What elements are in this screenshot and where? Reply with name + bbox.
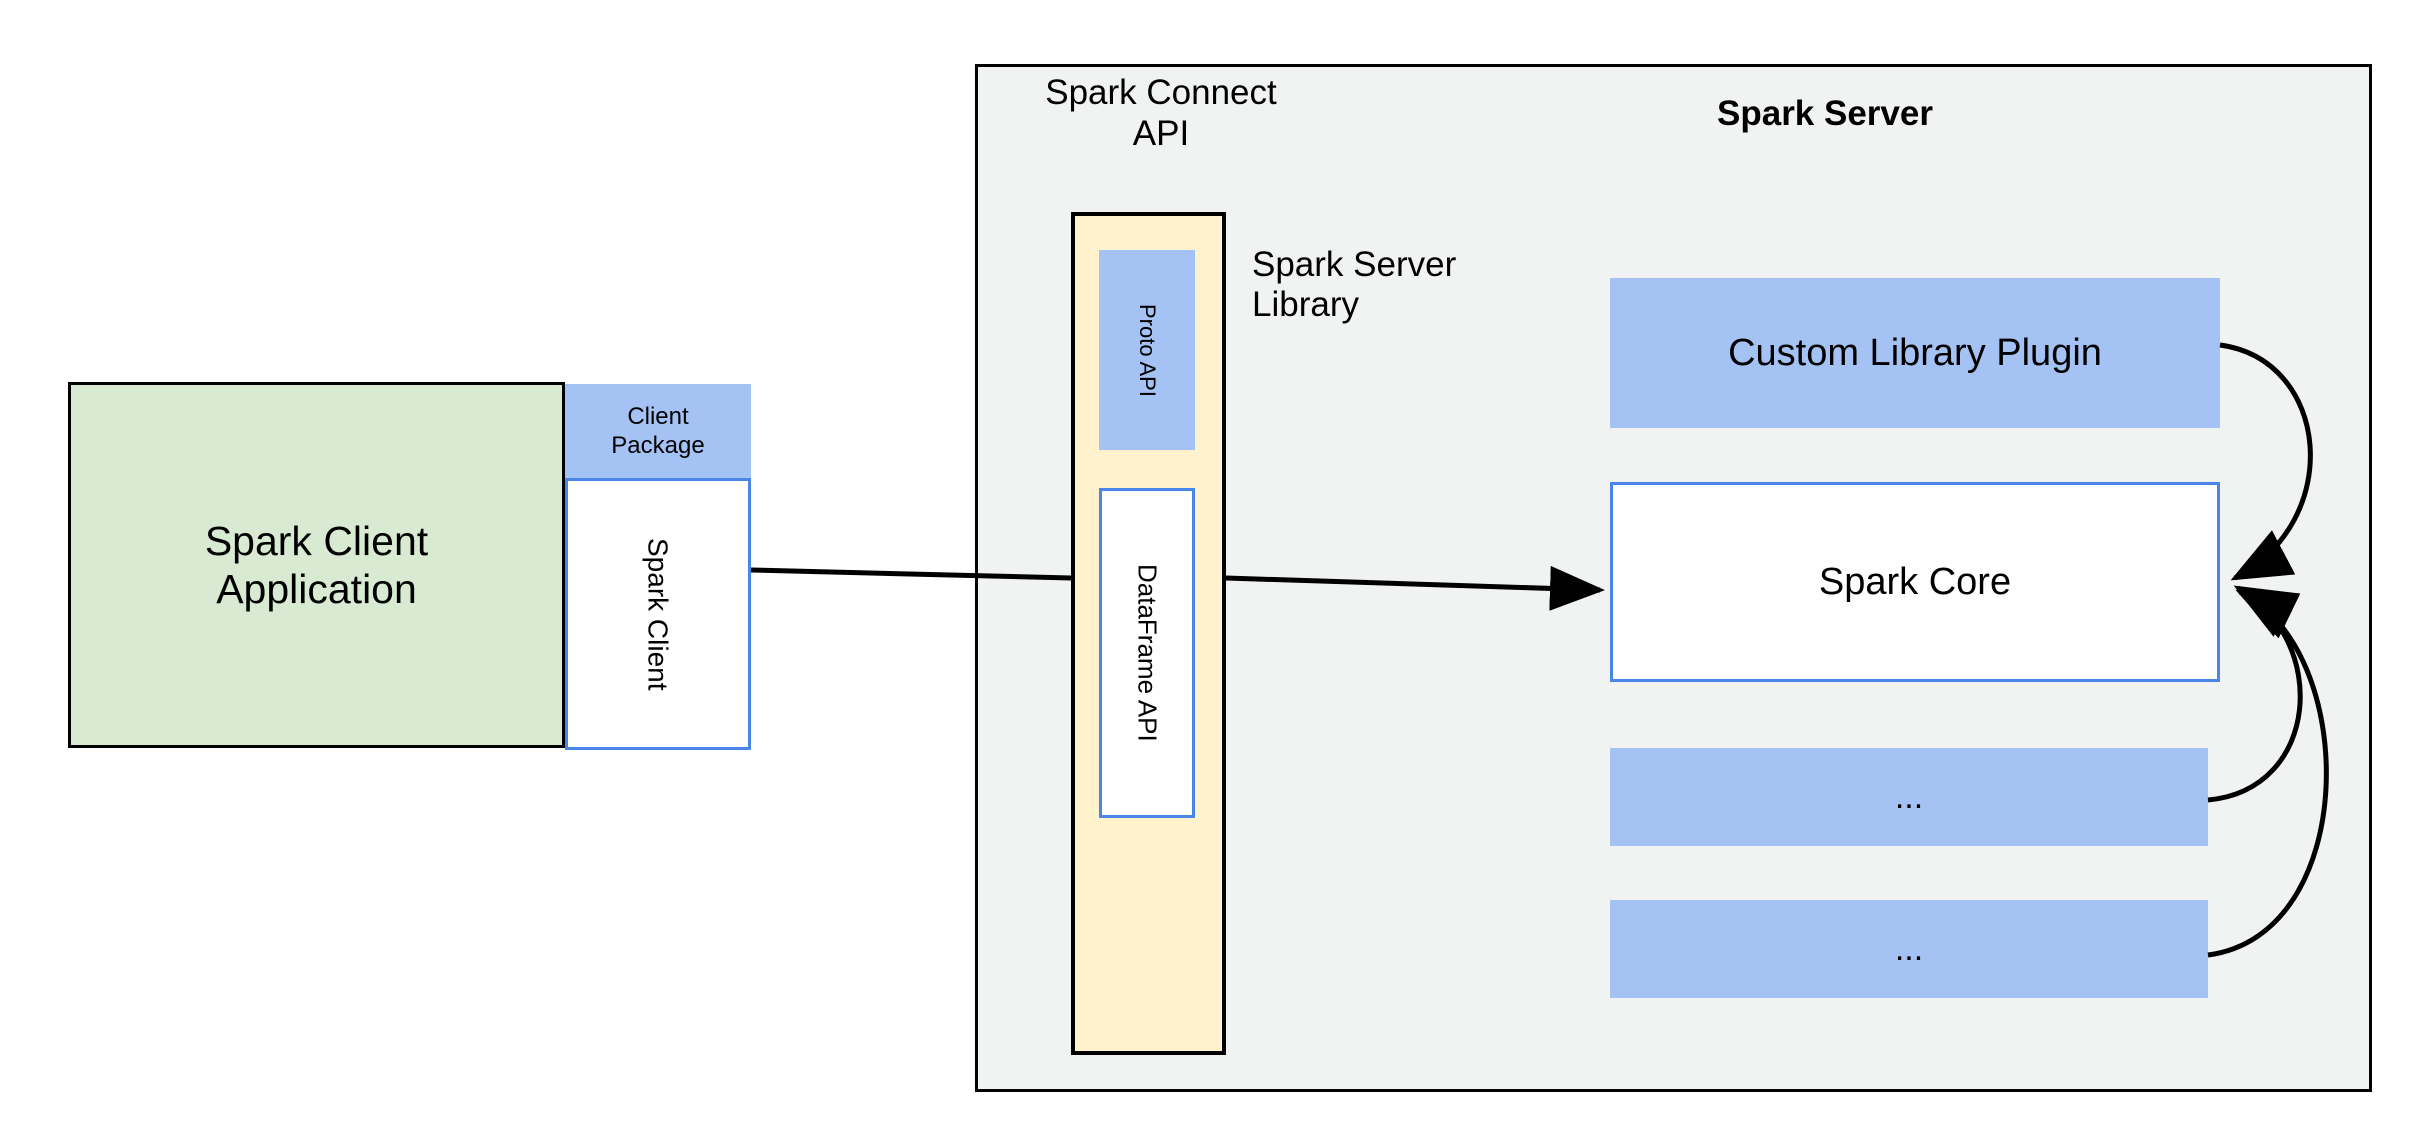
additional-component-label-2: ... [1894,929,1924,968]
custom-library-plugin-label: Custom Library Plugin [1728,331,2102,374]
dataframe-api-label: DataFrame API [1132,564,1163,742]
spark-client-box: Spark Client [565,478,751,750]
proto-api-label: Proto API [1134,303,1160,397]
spark-core-box: Spark Core [1610,482,2220,682]
spark-server-title-text: Spark Server [1717,94,1933,134]
spark-connect-api-label: Spark Connect API [1016,68,1306,158]
spark-server-title: Spark Server [1660,90,1990,138]
spark-server-library-label: Spark Server Library [1252,240,1522,330]
proto-api-box: Proto API [1099,250,1195,450]
custom-library-plugin-box: Custom Library Plugin [1610,278,2220,428]
client-package-box: Client Package [565,384,751,479]
spark-server-library-text: Spark Server Library [1252,245,1457,324]
client-package-label: Client Package [611,403,705,459]
spark-client-label: Spark Client [642,537,674,691]
spark-client-application-label: Spark Client Application [204,517,429,612]
additional-component-label-1: ... [1894,777,1924,816]
dataframe-api-box: DataFrame API [1099,488,1195,818]
additional-component-box-1: ... [1610,748,2208,846]
spark-core-label: Spark Core [1818,560,2012,603]
additional-component-box-2: ... [1610,900,2208,998]
spark-client-application-box: Spark Client Application [68,382,565,748]
spark-connect-api-text: Spark Connect API [1045,72,1277,153]
